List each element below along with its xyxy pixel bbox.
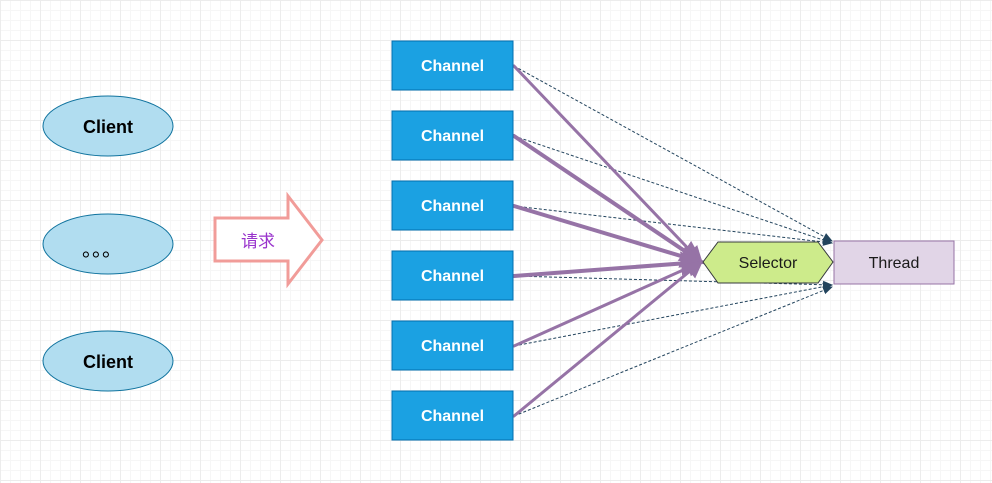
channel-to-thread-connector (513, 282, 833, 347)
channel-label: Channel (421, 128, 484, 145)
request-arrow[interactable]: 请求 (213, 191, 324, 289)
thread-label: Thread (869, 255, 920, 272)
client-node[interactable]: Client (42, 95, 174, 157)
channel-to-thread-connector (513, 205, 833, 246)
channel-node[interactable]: Channel (391, 40, 514, 91)
channel-to-selector-connector (512, 260, 704, 418)
client-node-ellipsis[interactable]: 。。。 (42, 213, 174, 275)
channel-node[interactable]: Channel (391, 110, 514, 161)
selector-label: Selector (739, 255, 798, 272)
channel-to-selector-connector (512, 251, 705, 278)
thread-node[interactable]: Thread (833, 240, 955, 285)
request-label: 请求 (241, 232, 275, 252)
channel-label: Channel (421, 198, 484, 215)
channel-to-thread-connector (513, 135, 833, 244)
channel-to-selector-connector (512, 64, 704, 265)
channel-node[interactable]: Channel (391, 180, 514, 231)
channel-label: Channel (421, 268, 484, 285)
selector-node[interactable]: Selector (702, 241, 834, 284)
channel-to-selector-connector (512, 134, 705, 265)
channel-node[interactable]: Channel (391, 250, 514, 301)
client-ellipsis-label: 。。。 (82, 237, 122, 261)
client-label: Client (83, 117, 133, 137)
channel-label: Channel (421, 338, 484, 355)
channel-to-selector-edges (512, 64, 705, 418)
channel-label: Channel (421, 408, 484, 425)
channel-node[interactable]: Channel (391, 320, 514, 371)
channel-label: Channel (421, 58, 484, 75)
channel-to-thread-connector (513, 286, 833, 417)
channel-to-selector-connector (512, 204, 705, 268)
client-label: Client (83, 352, 133, 372)
channel-to-selector-connector (512, 259, 704, 348)
channel-node[interactable]: Channel (391, 390, 514, 441)
client-node[interactable]: Client (42, 330, 174, 392)
channel-to-thread-connector (513, 65, 833, 242)
